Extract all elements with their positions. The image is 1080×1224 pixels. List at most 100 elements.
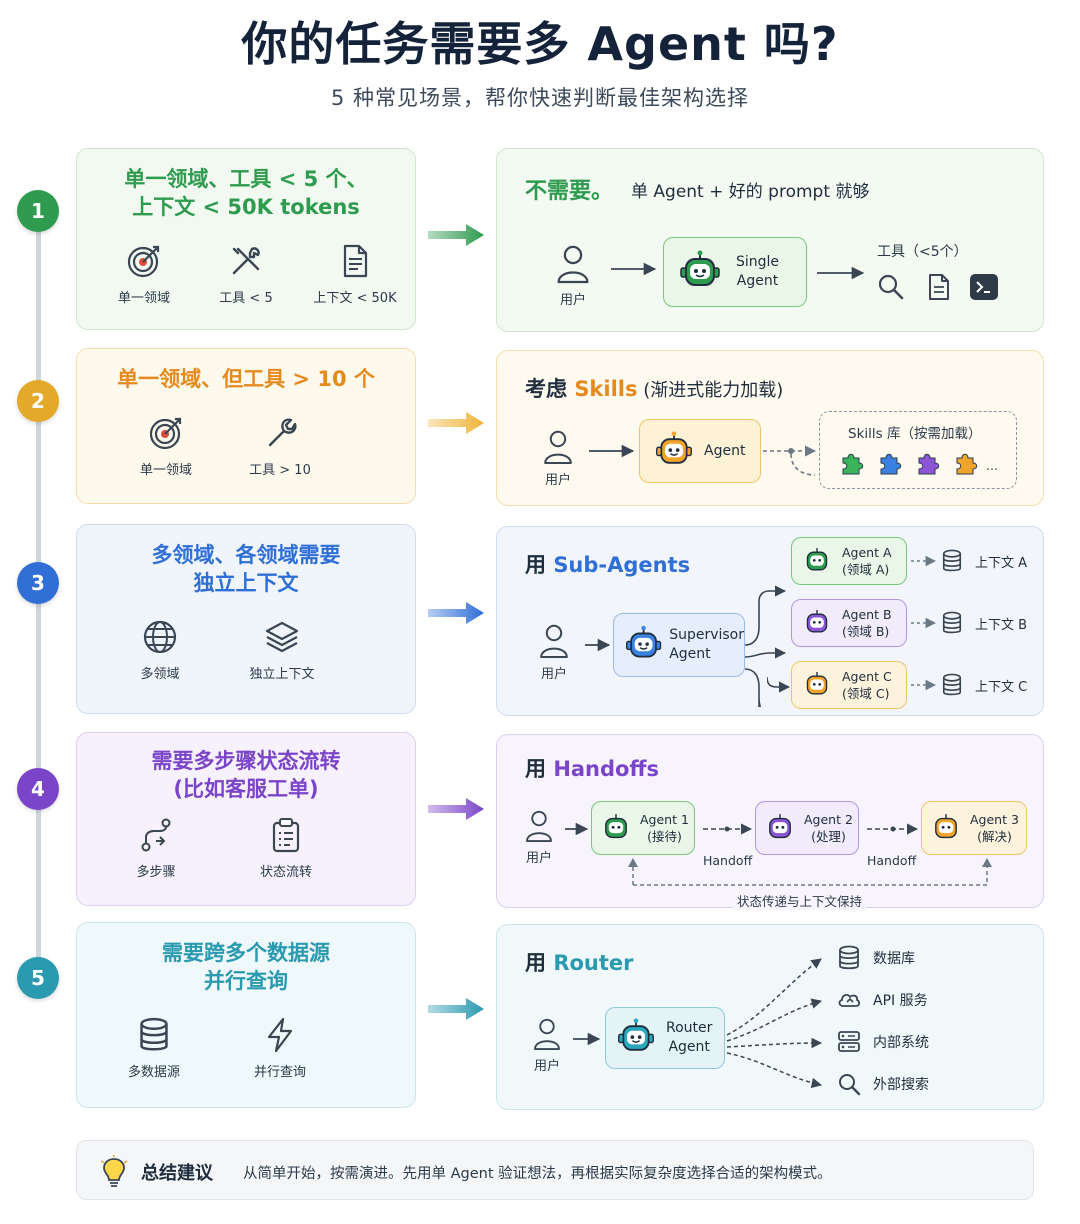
scenario-1-icon-label-2: 工具 < 5 bbox=[219, 291, 273, 306]
scenario-1-icon-label-1: 单一领域 bbox=[117, 291, 170, 306]
search-icon bbox=[839, 1074, 861, 1096]
scenario-4-icon-label-2: 状态流转 bbox=[259, 865, 312, 880]
scenario-2-heading: 考虑 Skills (渐进式能力加载) bbox=[525, 377, 784, 401]
state-label: 状态传递与上下文保持 bbox=[733, 891, 867, 910]
puzzle-icons bbox=[842, 453, 978, 475]
lightbulb-icon bbox=[100, 1155, 128, 1187]
summary-title: 总结建议 bbox=[141, 1163, 213, 1184]
scenario-3-title-line2: 独立上下文 bbox=[193, 571, 299, 595]
robot-icon bbox=[618, 1018, 654, 1051]
lightning-icon bbox=[267, 1017, 293, 1053]
scenario-2-icon-domain: 单一领域 bbox=[121, 415, 211, 478]
handoff-label-2: Handoff bbox=[867, 853, 917, 868]
scenario-2-icon-label-2: 工具 > 10 bbox=[249, 463, 311, 478]
arrow bbox=[589, 445, 635, 457]
handoff-agent-1-box: Agent 1(接待) bbox=[591, 801, 695, 855]
handoff-label-1: Handoff bbox=[703, 853, 753, 868]
puzzle-icon bbox=[842, 453, 864, 475]
user-icon bbox=[555, 243, 591, 285]
robot-icon bbox=[656, 431, 692, 464]
step-number-5: 5 bbox=[17, 957, 59, 999]
dashed-arrow bbox=[911, 555, 937, 567]
skills-more: ... bbox=[986, 458, 998, 473]
user-icon bbox=[524, 809, 554, 843]
scenario-5-arrow bbox=[428, 998, 484, 1020]
scenario-3-icon-label-1: 多领域 bbox=[140, 667, 180, 682]
target-icon bbox=[127, 245, 160, 278]
arrow bbox=[573, 1033, 601, 1045]
scenario-3-title-line1: 多领域、各领域需要 bbox=[151, 543, 341, 567]
scenario-1-verdict: 不需要。 bbox=[525, 179, 614, 204]
scenario-2-condition-card: 单一领域、但工具 > 10 个 单一领域 工具 > 10 bbox=[76, 348, 416, 504]
scenario-4-title-line1: 需要多步骤状态流转 bbox=[151, 749, 341, 773]
step-number-2: 2 bbox=[17, 380, 59, 422]
source-database: 数据库 bbox=[837, 945, 915, 971]
scenario-4-solution-card: 用 Handoffs 用户 Agent 1(接待) Handoff Agent … bbox=[496, 734, 1044, 910]
scenario-5-condition-card: 需要跨多个数据源 并行查询 多数据源 并行查询 bbox=[76, 922, 416, 1108]
arrow bbox=[611, 263, 657, 275]
scenario-3-heading: 用 Sub-Agents bbox=[525, 553, 691, 577]
scenario-2-icon-tools: 工具 > 10 bbox=[235, 415, 325, 478]
scenario-2-icon-label-1: 单一领域 bbox=[139, 463, 192, 478]
skills-library-label: Skills 库（按需加载） bbox=[848, 426, 982, 442]
summary-text: 从简单开始，按需演进。先用单 Agent 验证想法，再根据实际复杂度选择合适的架… bbox=[243, 1166, 832, 1182]
steps-icon bbox=[141, 818, 171, 852]
database-icon bbox=[837, 945, 861, 971]
scenario-1-arrow bbox=[428, 224, 484, 246]
scenario-3-user: 用户 bbox=[533, 623, 575, 682]
database-icon bbox=[941, 549, 963, 573]
scenario-3-icon-context: 独立上下文 bbox=[227, 619, 337, 682]
dashed-arrow bbox=[911, 679, 937, 691]
robot-icon bbox=[680, 250, 720, 286]
scenario-4-user-label: 用户 bbox=[525, 851, 552, 866]
step-number-4: 4 bbox=[17, 768, 59, 810]
tools-icon bbox=[232, 247, 260, 275]
page-subtitle: 5 种常见场景，帮你快速判断最佳架构选择 bbox=[330, 86, 750, 110]
subagent-c-box: Agent C(领域 C) bbox=[791, 661, 907, 709]
subagent-b-box: Agent B(领域 B) bbox=[791, 599, 907, 647]
handoff-agent-3-label: Agent 3(解决) bbox=[970, 812, 1019, 844]
scenario-2-arrow bbox=[428, 412, 484, 434]
scenario-1-title-line2: 上下文 < 50K tokens bbox=[132, 195, 360, 219]
supervisor-branches bbox=[745, 585, 787, 707]
skills-agent-label: Agent bbox=[704, 442, 746, 459]
scenario-1-condition-card: 单一领域、工具 < 5 个、 上下文 < 50K tokens 单一领域 工具 … bbox=[76, 148, 416, 330]
scenario-5-user: 用户 bbox=[527, 1017, 567, 1074]
scenario-1-icon-label-3: 上下文 < 50K bbox=[313, 291, 397, 306]
tools-label: 工具（<5个） bbox=[877, 244, 968, 260]
user-icon bbox=[538, 623, 570, 659]
cloud-icon bbox=[838, 993, 861, 1007]
server-icon bbox=[838, 1031, 860, 1052]
scenario-1-title-line1: 单一领域、工具 < 5 个、 bbox=[124, 167, 368, 191]
robot-icon bbox=[806, 548, 828, 571]
dashed-arrow bbox=[911, 617, 937, 629]
wrench-icon bbox=[268, 418, 297, 447]
scenario-5-icon-label-1: 多数据源 bbox=[127, 1065, 180, 1080]
scenario-4-condition-card: 需要多步骤状态流转 (比如客服工单) 多步骤 状态流转 bbox=[76, 732, 416, 906]
context-c: 上下文 C bbox=[941, 673, 1027, 697]
scenario-5-icon-label-2: 并行查询 bbox=[253, 1065, 306, 1080]
target-icon bbox=[149, 417, 182, 450]
router-fanout bbox=[726, 958, 823, 1089]
robot-icon bbox=[806, 672, 828, 695]
skills-dashed-connector bbox=[763, 445, 817, 476]
scenario-1-note: 单 Agent + 好的 prompt 就够 bbox=[631, 182, 870, 202]
source-search: 外部搜索 bbox=[837, 1071, 929, 1097]
search-icon bbox=[878, 274, 904, 300]
handoff-agent-3-box: Agent 3(解决) bbox=[921, 801, 1027, 855]
scenario-5-icon-sources: 多数据源 bbox=[109, 1017, 199, 1080]
arrow bbox=[565, 823, 589, 835]
scenario-1-icon-context: 上下文 < 50K bbox=[299, 243, 411, 306]
page-title: 你的任务需要多 Agent 吗? bbox=[241, 17, 839, 71]
robot-icon bbox=[605, 814, 627, 839]
scenario-2-title-line1: 单一领域、但工具 > 10 个 bbox=[117, 367, 375, 391]
database-icon bbox=[941, 673, 963, 697]
robot-icon bbox=[935, 814, 957, 839]
step-number-1: 1 bbox=[17, 190, 59, 232]
context-a: 上下文 A bbox=[941, 549, 1027, 573]
